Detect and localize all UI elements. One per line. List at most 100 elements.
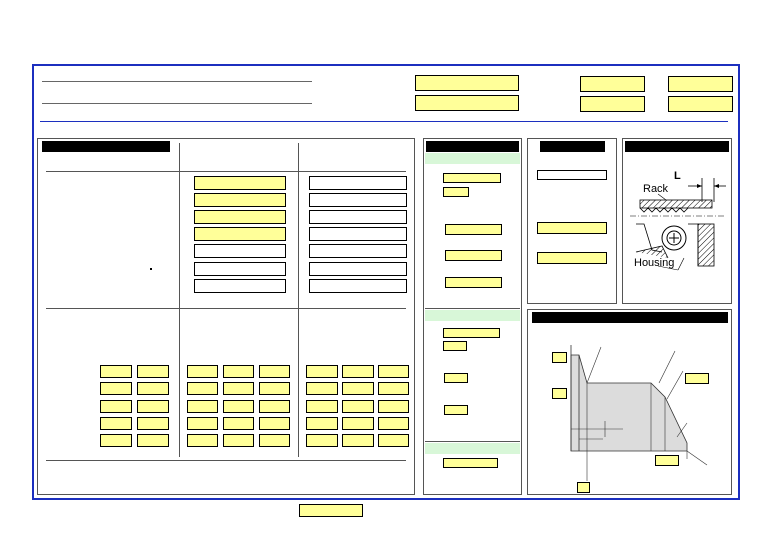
col3-field-5[interactable]: [309, 244, 407, 258]
grid-a-cell[interactable]: [100, 382, 132, 395]
middle-field-5[interactable]: [445, 277, 502, 288]
grid-a-cell[interactable]: [137, 382, 169, 395]
middle-field-2[interactable]: [443, 187, 469, 197]
grid-c-cell[interactable]: [342, 365, 374, 378]
middle-field-6[interactable]: [443, 328, 500, 338]
col2-field-5[interactable]: [194, 244, 286, 258]
grid-b-cell[interactable]: [187, 382, 218, 395]
grid-c-cell[interactable]: [378, 400, 409, 413]
left-panel-dot: [150, 268, 152, 270]
profile-field-5[interactable]: [577, 482, 590, 493]
left-panel-divider-1: [179, 143, 180, 457]
grid-a-cell[interactable]: [137, 365, 169, 378]
middle-field-7[interactable]: [443, 341, 467, 351]
grid-a-cell[interactable]: [137, 434, 169, 447]
bottom-action-field[interactable]: [299, 504, 363, 517]
col3-field-6[interactable]: [309, 262, 407, 276]
header-field-1[interactable]: [415, 75, 519, 91]
grid-c-cell[interactable]: [378, 417, 409, 430]
grid-a-cell[interactable]: [100, 417, 132, 430]
grid-c-cell[interactable]: [378, 382, 409, 395]
grid-b-cell[interactable]: [223, 382, 254, 395]
middle-field-8[interactable]: [444, 373, 468, 383]
header-field-5[interactable]: [580, 96, 645, 112]
col3-field-2[interactable]: [309, 193, 407, 207]
profile-diagram: [570, 345, 708, 481]
col3-field-3[interactable]: [309, 210, 407, 224]
col2-field-6[interactable]: [194, 262, 286, 276]
middle-panel-band-3: [425, 443, 520, 454]
grid-c-cell[interactable]: [306, 417, 338, 430]
narrow-field-1[interactable]: [537, 170, 607, 180]
grid-a-cell[interactable]: [137, 400, 169, 413]
grid-b-cell[interactable]: [259, 434, 290, 447]
title-line-1: [42, 81, 312, 82]
grid-c-cell[interactable]: [306, 365, 338, 378]
grid-b-cell[interactable]: [187, 365, 218, 378]
grid-b-cell[interactable]: [223, 400, 254, 413]
middle-field-1[interactable]: [443, 173, 501, 183]
profile-field-3[interactable]: [685, 373, 709, 384]
grid-c-cell[interactable]: [306, 382, 338, 395]
grid-b-cell[interactable]: [187, 434, 218, 447]
grid-b-cell[interactable]: [223, 417, 254, 430]
rack-label: Rack: [643, 183, 669, 195]
left-panel-row-line-2: [46, 308, 406, 309]
narrow-field-2[interactable]: [537, 222, 607, 234]
col3-field-7[interactable]: [309, 279, 407, 293]
middle-panel-header: [426, 141, 519, 152]
left-panel-row-line-3: [46, 460, 406, 461]
profile-field-1[interactable]: [552, 352, 567, 363]
header-field-6[interactable]: [668, 96, 733, 112]
grid-b-cell[interactable]: [259, 417, 290, 430]
left-panel-header: [42, 141, 170, 152]
middle-field-9[interactable]: [444, 405, 468, 415]
middle-field-4[interactable]: [445, 250, 502, 261]
grid-b-cell[interactable]: [259, 382, 290, 395]
col2-field-2[interactable]: [194, 193, 286, 207]
grid-a-cell[interactable]: [100, 365, 132, 378]
grid-b-cell[interactable]: [187, 417, 218, 430]
left-panel-divider-2: [298, 143, 299, 457]
grid-c-cell[interactable]: [342, 417, 374, 430]
rack-housing-diagram: [630, 178, 726, 271]
left-panel-row-line-1: [46, 171, 406, 172]
grid-b-cell[interactable]: [187, 400, 218, 413]
grid-c-cell[interactable]: [342, 400, 374, 413]
middle-panel-band-2: [425, 310, 520, 321]
narrow-panel-header: [540, 141, 605, 152]
grid-c-cell[interactable]: [342, 382, 374, 395]
col2-field-1[interactable]: [194, 176, 286, 190]
col2-field-3[interactable]: [194, 210, 286, 224]
grid-b-cell[interactable]: [223, 365, 254, 378]
grid-a-cell[interactable]: [137, 417, 169, 430]
title-line-2: [42, 103, 312, 104]
profile-panel-header: [532, 312, 728, 323]
housing-label: Housing: [634, 257, 675, 269]
col2-field-4[interactable]: [194, 227, 286, 241]
grid-b-cell[interactable]: [223, 434, 254, 447]
dimension-l-label: L: [674, 170, 681, 182]
middle-field-3[interactable]: [445, 224, 502, 235]
grid-c-cell[interactable]: [378, 365, 409, 378]
grid-c-cell[interactable]: [306, 400, 338, 413]
col2-field-7[interactable]: [194, 279, 286, 293]
narrow-field-3[interactable]: [537, 252, 607, 264]
col3-field-1[interactable]: [309, 176, 407, 190]
col3-field-4[interactable]: [309, 227, 407, 241]
rack-diagram-panel: [622, 138, 732, 304]
profile-field-4[interactable]: [655, 455, 679, 466]
main-form-frame: [32, 64, 740, 500]
grid-c-cell[interactable]: [342, 434, 374, 447]
header-field-2[interactable]: [415, 95, 519, 111]
middle-field-10[interactable]: [443, 458, 498, 468]
grid-b-cell[interactable]: [259, 400, 290, 413]
header-field-4[interactable]: [668, 76, 733, 92]
profile-field-2[interactable]: [552, 388, 567, 399]
grid-b-cell[interactable]: [259, 365, 290, 378]
header-field-3[interactable]: [580, 76, 645, 92]
grid-c-cell[interactable]: [378, 434, 409, 447]
grid-a-cell[interactable]: [100, 434, 132, 447]
grid-c-cell[interactable]: [306, 434, 338, 447]
grid-a-cell[interactable]: [100, 400, 132, 413]
